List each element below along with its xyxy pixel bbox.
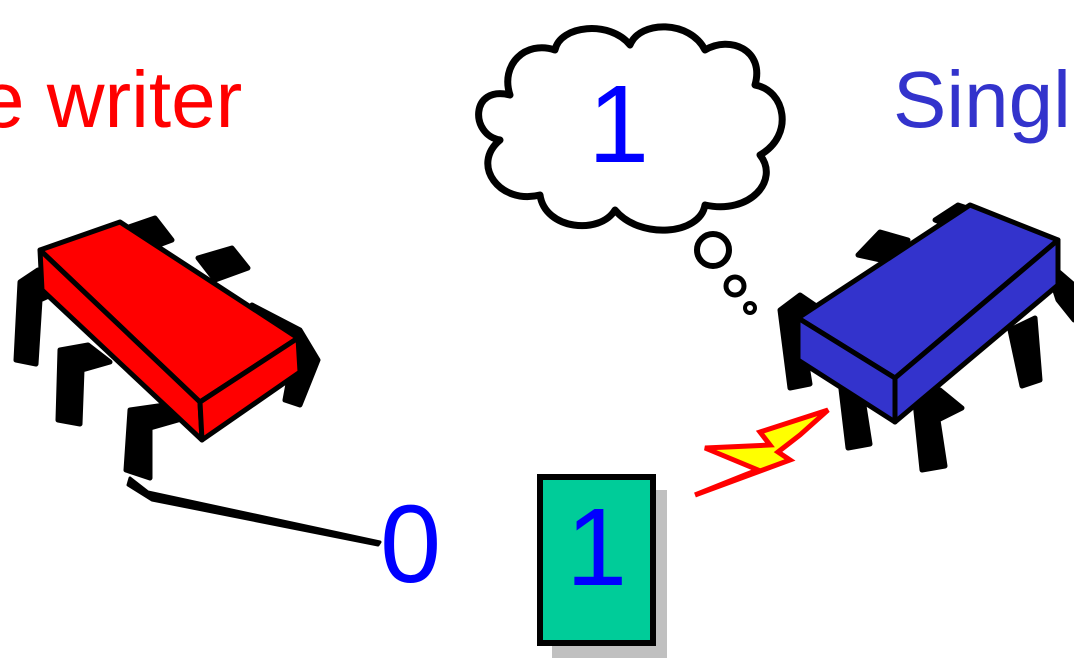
written-value: 0 xyxy=(380,483,442,606)
register-value: 1 xyxy=(566,486,628,609)
thought-dot-medium xyxy=(723,274,747,298)
thought-cloud xyxy=(475,23,786,234)
lightning-bolt xyxy=(694,407,830,498)
thought-value: 1 xyxy=(588,63,650,186)
register-box xyxy=(537,474,656,646)
thought-dot-large xyxy=(694,231,732,269)
writer-label: e writer xyxy=(0,55,243,144)
reader-chip xyxy=(777,202,1074,473)
reader-label: Singl xyxy=(893,55,1071,144)
write-wire xyxy=(126,476,382,547)
writer-chip xyxy=(13,215,321,481)
thought-dot-small xyxy=(743,301,757,315)
